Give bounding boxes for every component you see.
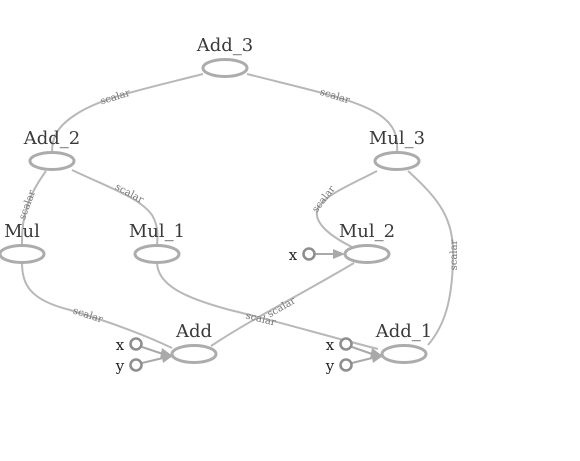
edge-label-add2-mul: scalar [17, 189, 38, 222]
node-mul1[interactable]: Mul_1 [129, 221, 185, 264]
edge-add2-mul1 [71, 169, 159, 246]
edge-label-mul-add: scalar [72, 306, 105, 326]
input-port-y-add-circle[interactable] [129, 358, 143, 372]
edge-label-add2-mul1: scalar [113, 182, 145, 206]
input-edge-x-add [141, 346, 164, 355]
node-mul2-shape[interactable] [343, 244, 391, 264]
node-mul3-label: Mul_3 [369, 128, 425, 149]
input-edge-y-add1 [351, 357, 373, 364]
input-port-y-add[interactable]: y [115, 357, 143, 375]
input-port-x-add-label: x [116, 336, 125, 354]
input-edge-y-add [141, 357, 164, 364]
nodes: Add_3 Add_2 Mul_3 Mul Mul_1 Mul_2 Add A [0, 35, 433, 364]
input-port-x-mul2-label: x [289, 246, 298, 264]
edges [21, 73, 455, 350]
node-mul-label: Mul [4, 221, 40, 242]
edge-mul-add [21, 261, 173, 349]
input-port-y-add1-label: y [325, 357, 335, 375]
arrowhead-x-mul2 [333, 249, 345, 259]
input-ports: x x y x y [115, 246, 353, 375]
input-port-x-add-circle[interactable] [129, 337, 143, 351]
input-port-x-mul2-circle[interactable] [302, 247, 316, 261]
input-edges [141, 249, 384, 364]
input-port-x-add1-circle[interactable] [339, 337, 353, 351]
node-add2[interactable]: Add_2 [23, 128, 81, 171]
edge-add3-add2 [51, 73, 204, 153]
node-mul2[interactable]: Mul_2 [339, 221, 395, 264]
node-mul1-label: Mul_1 [129, 221, 185, 242]
input-port-x-add1[interactable]: x [326, 336, 353, 354]
node-mul3-shape[interactable] [373, 151, 421, 171]
edge-label-mul3-mul2: scalar [310, 184, 338, 215]
input-port-y-add1[interactable]: y [325, 357, 353, 375]
node-mul3[interactable]: Mul_3 [369, 128, 425, 171]
node-add3-shape[interactable] [201, 58, 249, 78]
node-add-label: Add [175, 321, 212, 342]
edge-mul2-add [210, 262, 355, 347]
input-port-x-add1-label: x [326, 336, 335, 354]
node-add3[interactable]: Add_3 [196, 35, 254, 78]
node-add1[interactable]: Add_1 [375, 321, 433, 364]
edge-labels: scalar scalar scalar scalar scalar scala… [17, 87, 460, 329]
edge-label-mul2-add: scalar [266, 295, 298, 320]
node-mul1-shape[interactable] [133, 244, 181, 264]
node-add2-shape[interactable] [28, 151, 76, 171]
edge-mul1-add1 [156, 261, 379, 350]
node-mul[interactable]: Mul [0, 221, 46, 264]
edge-add3-mul3 [246, 73, 399, 153]
edge-label-mul3-add1: scalar [449, 239, 460, 270]
input-edge-x-add1 [351, 346, 373, 355]
input-port-y-add-label: y [115, 357, 125, 375]
node-add[interactable]: Add [170, 321, 218, 364]
edge-label-add3-mul3: scalar [318, 87, 351, 107]
node-add1-shape[interactable] [380, 344, 428, 364]
input-port-x-add[interactable]: x [116, 336, 143, 354]
node-mul2-label: Mul_2 [339, 221, 395, 242]
edge-add2-mul [21, 170, 47, 246]
edge-label-add3-add2: scalar [99, 88, 132, 108]
node-add2-label: Add_2 [23, 128, 81, 149]
input-port-x-mul2[interactable]: x [289, 246, 316, 264]
node-add-shape[interactable] [170, 344, 218, 364]
edge-mul3-add1 [407, 170, 455, 346]
node-add1-label: Add_1 [375, 321, 433, 342]
edge-mul3-mul2 [315, 170, 378, 248]
input-port-y-add1-circle[interactable] [339, 358, 353, 372]
node-mul-shape[interactable] [0, 244, 46, 264]
node-add3-label: Add_3 [196, 35, 254, 56]
